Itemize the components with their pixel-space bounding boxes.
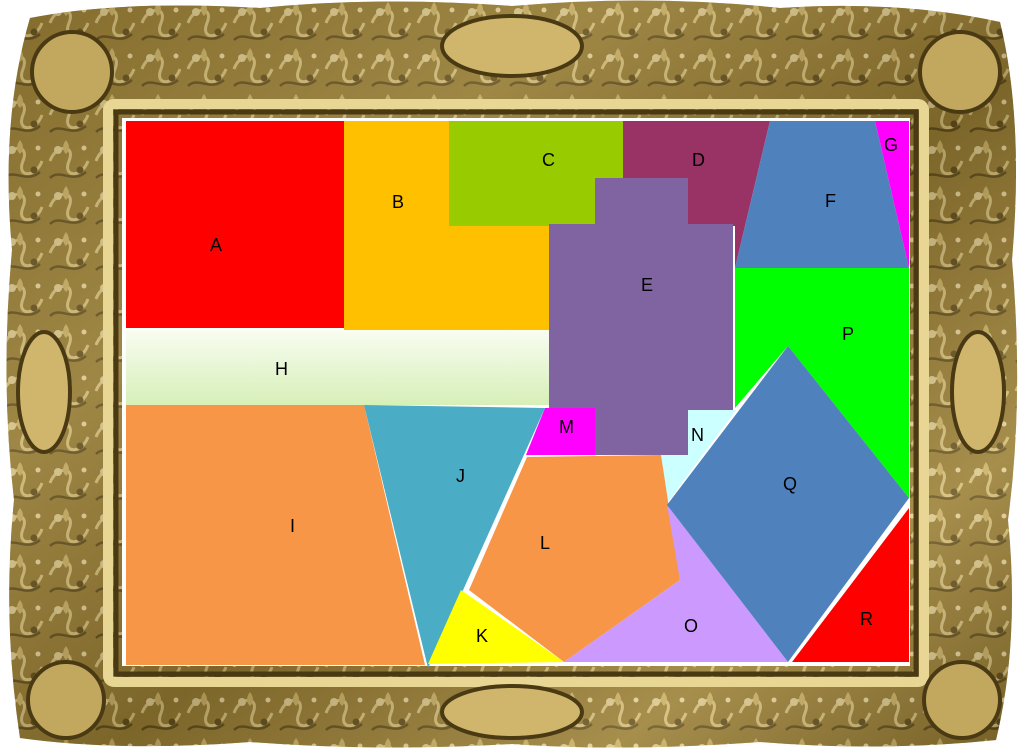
piece-label-o: O (684, 616, 698, 636)
frame-corner-ornament-tr (920, 32, 1000, 112)
piece-label-q: Q (783, 474, 797, 494)
piece-label-l: L (540, 533, 550, 553)
frame-top-crest (442, 16, 582, 76)
piece-h (126, 330, 549, 405)
frame-left-crest (18, 332, 70, 452)
piece-label-g: G (884, 135, 898, 155)
piece-label-c: C (542, 150, 555, 170)
piece-label-m: M (559, 417, 574, 437)
piece-label-i: I (290, 516, 295, 536)
piece-label-r: R (860, 609, 873, 629)
frame-corner-ornament-bl (28, 662, 104, 738)
frame-right-crest (952, 332, 1004, 452)
piece-label-h: H (275, 359, 288, 379)
frame-corner-ornament-tl (32, 32, 112, 112)
frame-corner-ornament-br (924, 662, 1000, 738)
piece-label-d: D (692, 150, 705, 170)
piece-a (126, 121, 344, 328)
piece-label-e: E (641, 275, 653, 295)
piece-label-p: P (842, 324, 854, 344)
frame-bottom-crest (442, 686, 582, 738)
puzzle-pieces (126, 121, 909, 668)
piece-label-f: F (825, 191, 836, 211)
piece-label-j: J (456, 466, 465, 486)
piece-label-a: A (210, 235, 222, 255)
piece-label-b: B (392, 192, 404, 212)
piece-label-n: N (691, 425, 704, 445)
piece-label-k: K (476, 626, 488, 646)
